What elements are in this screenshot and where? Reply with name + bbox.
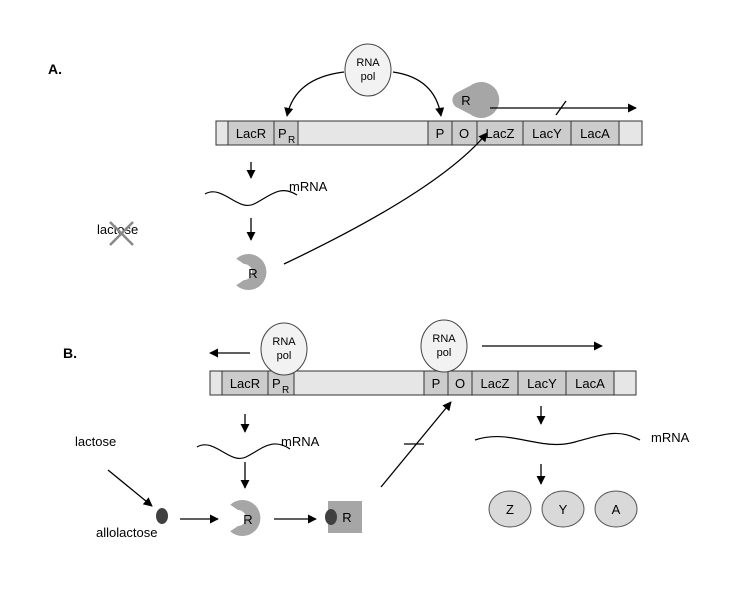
gene-laca-b-label: LacA [575, 376, 605, 391]
gene-lacr-b [221, 370, 269, 396]
protein-y [541, 490, 585, 528]
rna-pol-left-line1: RNA [272, 336, 296, 348]
rna-pol-right-line2: pol [437, 347, 452, 359]
panel-a-label: A. [48, 61, 62, 77]
mrna-label-a: mRNA [289, 179, 328, 194]
gene-lacz-b-label: LacZ [481, 376, 510, 391]
operator-o-b [447, 370, 473, 396]
panel-b: B. LacR P R P O LacZ LacY LacA RNA pol R… [63, 319, 690, 540]
repressor-bound-operator [452, 81, 500, 118]
allolactose-bound [325, 509, 337, 525]
operator-o [451, 120, 478, 146]
arrow-lactose-to-allolactose [107, 469, 153, 507]
allolactose-molecule [156, 508, 168, 524]
mrna-wave-b-right [474, 432, 641, 446]
panel-a: A. LacR P R P O LacZ LacY LacA RNA pol R [48, 43, 643, 290]
gene-lacr-label: LacR [236, 126, 266, 141]
gene-laca-label: LacA [580, 126, 610, 141]
operator-o-b-label: O [455, 376, 465, 391]
mrna-label-b-right: mRNA [651, 430, 690, 445]
rna-pol [344, 43, 392, 97]
gene-lacy-b-label: LacY [527, 376, 557, 391]
arrow-rnap-to-pr [284, 71, 345, 117]
repressor-bound-label: R [461, 93, 470, 108]
repressor-free-a-label: R [248, 266, 257, 281]
promoter-r-b-label: P [272, 376, 281, 391]
protein-z-label: Z [506, 502, 514, 517]
gene-lacy-b [517, 370, 567, 396]
repressor-free-b-label: R [243, 512, 252, 527]
gene-lacr [227, 120, 275, 146]
rna-pol-left [260, 322, 308, 376]
gene-laca [570, 120, 620, 146]
promoter-r [273, 120, 299, 146]
lactose-cross-2 [109, 221, 134, 246]
arrow-repressor-to-operator [283, 132, 488, 265]
protein-y-label: Y [559, 502, 568, 517]
rna-pol-line1: RNA [356, 57, 380, 69]
arrow-rnap-to-p [392, 71, 445, 117]
gene-laca-b [565, 370, 615, 396]
protein-a [594, 490, 638, 528]
mrna-label-b-left: mRNA [281, 434, 320, 449]
transcription-block-mark [555, 100, 567, 116]
panel-b-label: B. [63, 345, 77, 361]
rna-pol-right-line1: RNA [432, 333, 456, 345]
rna-pol-line2: pol [361, 71, 376, 83]
promoter-p-b-label: P [432, 376, 441, 391]
gene-lacy-label: LacY [532, 126, 562, 141]
protein-a-label: A [612, 502, 621, 517]
gene-lacr-b-label: LacR [230, 376, 260, 391]
allolactose-label: allolactose [96, 525, 157, 540]
protein-z [488, 490, 532, 528]
promoter-r-b-sub: R [282, 385, 289, 396]
repressor-free-b [230, 500, 261, 536]
promoter-r-label: P [278, 126, 287, 141]
operator-o-label: O [459, 126, 469, 141]
repressor-free-a [236, 254, 267, 290]
rna-pol-left-line2: pol [277, 350, 292, 362]
promoter-r-sub: R [288, 135, 295, 146]
promoter-p-label: P [436, 126, 445, 141]
repressor-inactive-label: R [342, 510, 351, 525]
rna-pol-right [420, 319, 468, 373]
gene-lacy [522, 120, 572, 146]
mrna-wave-a [204, 190, 298, 207]
mrna-wave-b-left [196, 443, 291, 460]
gene-lacz-label: LacZ [486, 126, 515, 141]
lactose-label-b: lactose [75, 434, 116, 449]
